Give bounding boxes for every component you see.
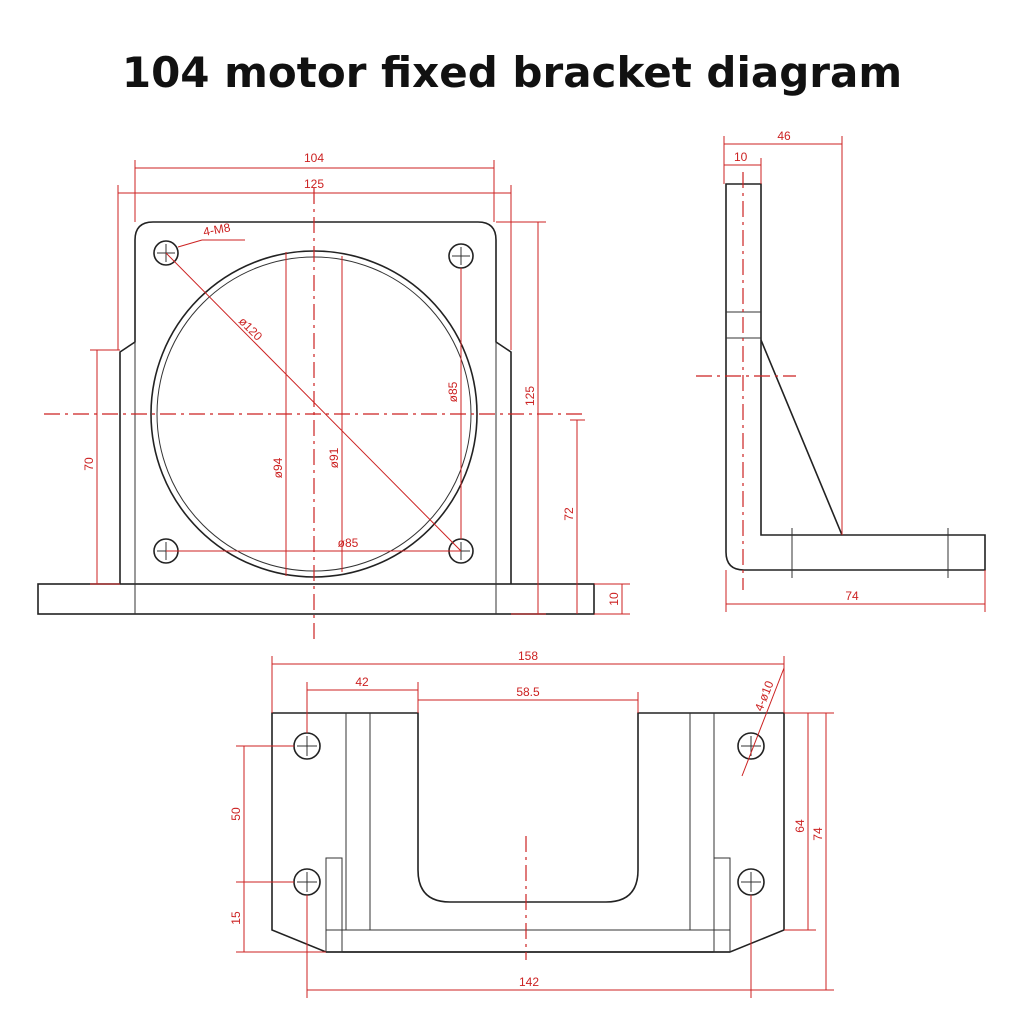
front-hole-top-right <box>448 243 474 269</box>
dim-dia-120: ø120 <box>236 314 265 343</box>
front-main-plate <box>119 221 512 584</box>
dim-64: 64 <box>793 819 807 833</box>
dim-50: 50 <box>229 807 243 821</box>
dim-15: 15 <box>229 911 243 925</box>
dim-top-74: 74 <box>811 827 825 841</box>
front-base-plate <box>37 583 595 615</box>
side-view: 46 10 74 <box>696 129 986 612</box>
top-hole-top-left <box>293 732 321 760</box>
dim-70: 70 <box>82 457 96 471</box>
dim-dia-94: ø94 <box>271 457 285 478</box>
top-view: 158 42 58.5 4-ø10 50 15 64 74 142 <box>229 649 834 998</box>
dim-42: 42 <box>355 675 369 689</box>
dim-base-10: 10 <box>607 592 621 606</box>
front-hole-callout: 4-M8 <box>202 220 232 239</box>
dim-158: 158 <box>518 649 538 663</box>
dim-72: 72 <box>562 507 576 521</box>
dim-142: 142 <box>519 975 539 989</box>
side-profile <box>725 183 986 571</box>
dim-104: 104 <box>304 151 324 165</box>
page-title: 104 motor fixed bracket diagram <box>121 48 903 97</box>
dim-125-height: 125 <box>523 386 537 406</box>
dim-dia-91: ø91 <box>327 447 341 468</box>
top-outline <box>271 712 785 953</box>
top-tab-left <box>325 857 343 953</box>
side-gusset <box>760 339 843 536</box>
top-hole-top-right <box>737 732 765 760</box>
top-tab-right <box>713 857 731 953</box>
top-hole-bottom-left <box>293 868 321 896</box>
top-hole-bottom-right <box>737 868 765 896</box>
dim-46: 46 <box>777 129 791 143</box>
dim-side-10: 10 <box>734 150 748 164</box>
dim-125-width: 125 <box>304 177 324 191</box>
dim-dia-85-vertical: ø85 <box>446 381 460 402</box>
front-view: 104 125 4-M8 ø120 ø94 ø91 ø85 ø85 125 7 <box>37 151 630 640</box>
dim-side-74: 74 <box>845 589 859 603</box>
dim-dia-85-horizontal: ø85 <box>338 536 359 550</box>
dim-58-5: 58.5 <box>516 685 540 699</box>
